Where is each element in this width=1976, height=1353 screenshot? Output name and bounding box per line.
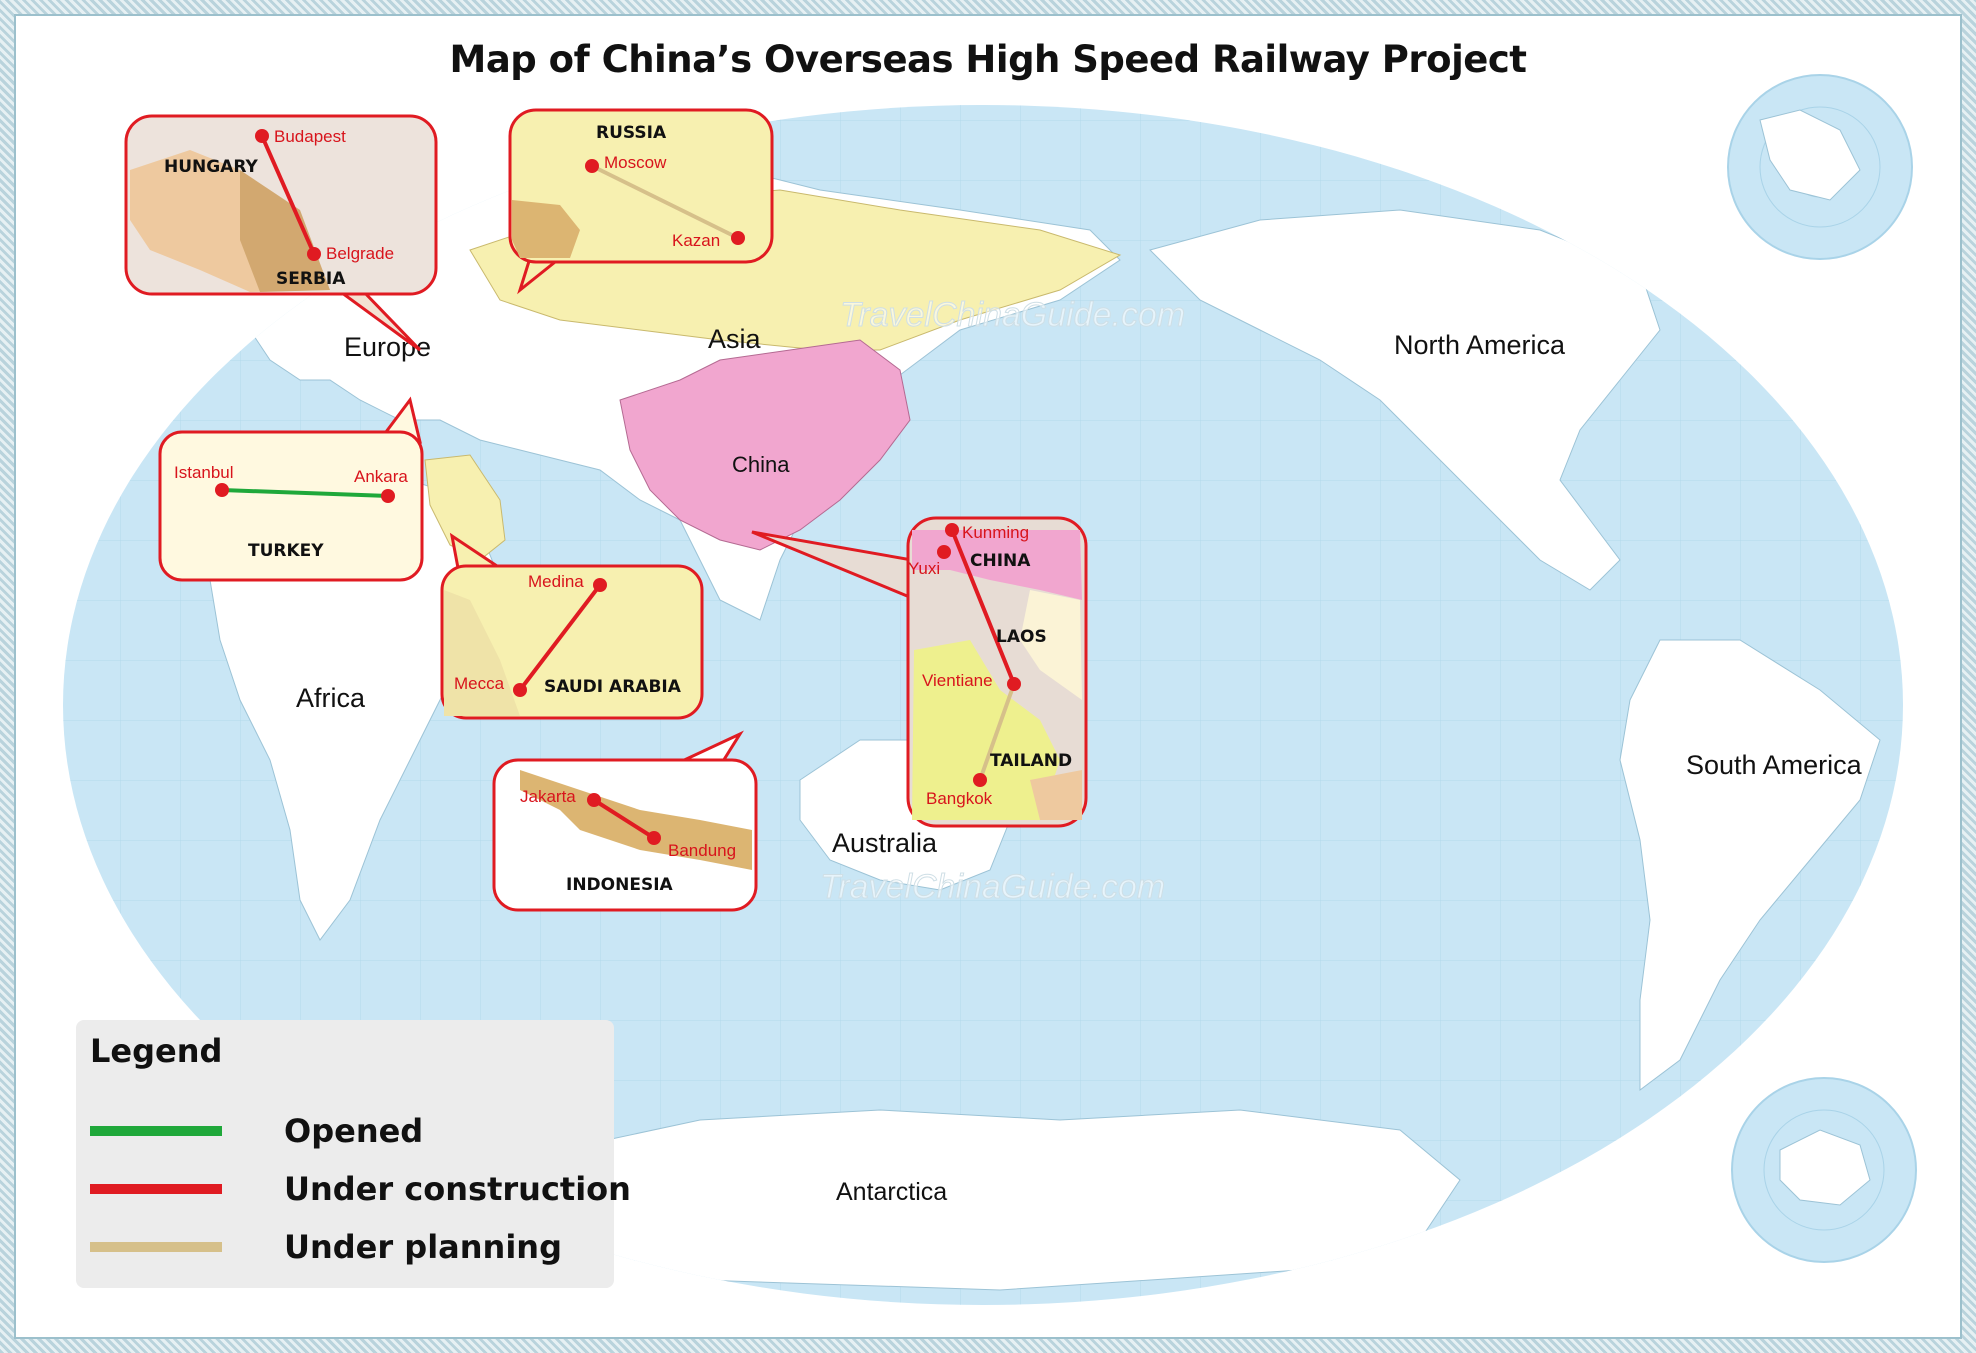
legend-item-opened: Opened	[90, 1112, 610, 1152]
callout-china-laos-thailand: Kunming Yuxi Vientiane Bangkok CHINA LAO…	[751, 516, 1088, 828]
city-dot-bangkok	[973, 773, 987, 787]
legend: Legend Opened Under construction Under p…	[76, 1020, 631, 1288]
city-dot-vientiane	[1007, 677, 1021, 691]
city-dot-bandung	[647, 831, 661, 845]
city-bangkok: Bangkok	[926, 789, 993, 808]
city-belgrade: Belgrade	[326, 244, 394, 263]
label-antarctica: Antarctica	[836, 1178, 947, 1206]
country-indonesia: INDONESIA	[566, 875, 674, 895]
legend-item-under-planning: Under planning	[90, 1228, 610, 1268]
city-dot-jakarta	[587, 793, 601, 807]
city-dot-istanbul	[215, 483, 229, 497]
city-budapest: Budapest	[274, 127, 346, 146]
city-bandung: Bandung	[668, 841, 736, 860]
city-mecca: Mecca	[454, 674, 505, 693]
country-china: CHINA	[970, 551, 1031, 571]
city-ankara: Ankara	[354, 467, 408, 486]
china-region	[619, 339, 911, 551]
city-dot-yuxi	[937, 545, 951, 559]
city-dot-kazan	[731, 231, 745, 245]
label-north-america: North America	[1394, 330, 1566, 360]
city-vientiane: Vientiane	[922, 671, 993, 690]
legend-swatch-opened	[90, 1126, 222, 1136]
railway-istanbul-ankara	[221, 488, 389, 498]
city-dot-medina	[593, 578, 607, 592]
railway-jakarta-bandung	[592, 798, 656, 840]
legend-label-under-planning: Under planning	[284, 1228, 562, 1266]
city-dot-budapest	[255, 129, 269, 143]
label-south-america: South America	[1686, 750, 1863, 780]
legend-title: Legend	[90, 1032, 223, 1070]
railway-vientiane-bangkok	[978, 683, 1016, 781]
north-polar-globe	[1727, 74, 1913, 260]
watermark-bottom: TravelChinaGuide.com	[820, 868, 1165, 906]
label-asia: Asia	[708, 324, 762, 354]
arabia-region	[424, 454, 506, 561]
callout-saudi-arabia: Medina Mecca SAUDI ARABIA	[440, 532, 704, 720]
country-serbia: SERBIA	[276, 269, 346, 289]
landmasses	[209, 149, 1881, 1291]
country-laos: LAOS	[996, 627, 1047, 647]
country-tailand: TAILAND	[990, 751, 1072, 771]
page-title: Map of China’s Overseas High Speed Railw…	[449, 38, 1527, 81]
callout-indonesia: Jakarta Bandung INDONESIA	[492, 730, 758, 912]
callout-russia: Moscow Kazan RUSSIA	[508, 108, 774, 295]
city-dot-ankara	[381, 489, 395, 503]
country-hungary: HUNGARY	[164, 157, 259, 177]
legend-swatch-under-construction	[90, 1184, 222, 1194]
antarctica-landmass	[559, 1109, 1461, 1291]
city-dot-belgrade	[307, 247, 321, 261]
legend-label-under-construction: Under construction	[284, 1170, 631, 1208]
label-australia: Australia	[832, 828, 938, 858]
city-dot-mecca	[513, 683, 527, 697]
city-kunming: Kunming	[962, 523, 1029, 542]
railway-medina-mecca	[518, 583, 602, 692]
country-saudi-arabia: SAUDI ARABIA	[544, 677, 682, 697]
callout-turkey: Istanbul Ankara TURKEY	[158, 396, 424, 582]
country-turkey: TURKEY	[248, 541, 324, 561]
city-jakarta: Jakarta	[520, 787, 576, 806]
label-china: China	[732, 452, 790, 477]
callout-hungary-serbia: Budapest Belgrade HUNGARY SERBIA	[124, 114, 438, 352]
city-istanbul: Istanbul	[174, 463, 234, 482]
legend-item-under-construction: Under construction	[90, 1170, 631, 1210]
railway-moscow-kazan	[591, 164, 739, 240]
south-america-landmass	[1619, 639, 1881, 1091]
watermark-top: TravelChinaGuide.com	[840, 296, 1185, 334]
railway-kunming-vientiane	[950, 529, 1016, 685]
city-dot-moscow	[585, 159, 599, 173]
city-yuxi: Yuxi	[908, 559, 940, 578]
city-moscow: Moscow	[604, 153, 667, 172]
city-dot-kunming	[945, 523, 959, 537]
railway-budapest-belgrade	[260, 135, 316, 255]
city-medina: Medina	[528, 572, 584, 591]
label-africa: Africa	[296, 683, 366, 713]
country-russia: RUSSIA	[596, 123, 667, 143]
south-polar-globe	[1731, 1077, 1917, 1263]
legend-swatch-under-planning	[90, 1242, 222, 1252]
city-kazan: Kazan	[672, 231, 720, 250]
legend-label-opened: Opened	[284, 1112, 424, 1150]
